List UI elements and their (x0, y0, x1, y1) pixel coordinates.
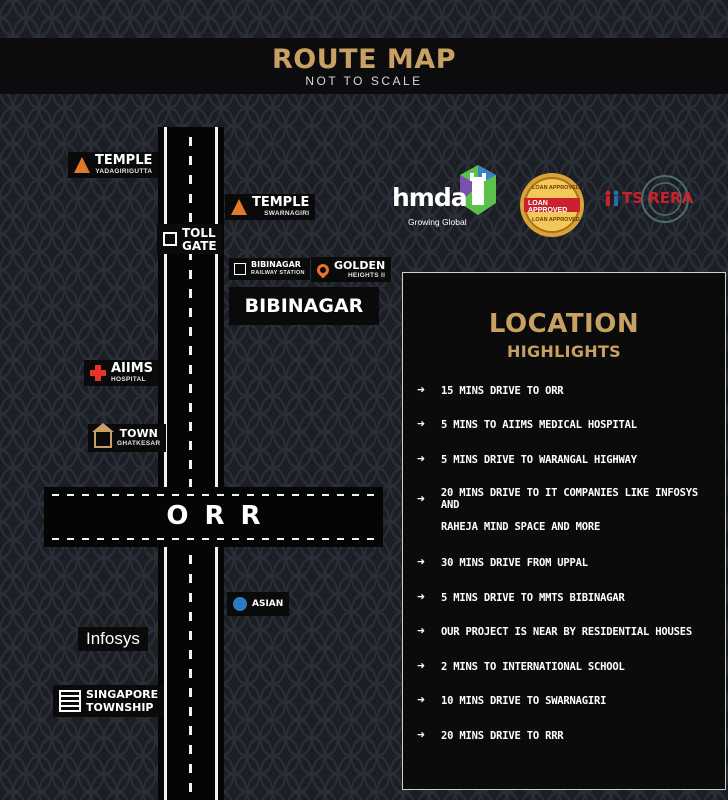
highlight-item: ➜ OUR PROJECT IS NEAR BY RESIDENTIAL HOU… (417, 624, 692, 639)
highlight-item: ➜ 5 MINS TO AIIMS MEDICAL HOSPITAL (417, 417, 637, 432)
arrow-right-icon: ➜ (417, 555, 425, 570)
train-icon (234, 263, 246, 275)
hmda-logo: hmda Growing Global (392, 163, 504, 233)
location-pin-icon (314, 261, 332, 278)
house-icon (92, 423, 114, 448)
highlight-item: ➜ 30 MINS DRIVE FROM UPPAL (417, 555, 588, 570)
page-title: ROUTE MAP (272, 44, 456, 75)
landmark-sub: HEIGHTS II (347, 271, 386, 279)
arrow-right-icon: ➜ (417, 452, 425, 467)
asian-logo-icon (233, 597, 247, 611)
landmark-singapore-township: SINGAPORE TOWNSHIP (53, 685, 165, 717)
landmark-name: TOLL (182, 225, 216, 240)
landmark-name: BIBINAGAR (251, 260, 301, 270)
rera-wordmark: TS RERA (622, 189, 694, 207)
landmark-aiims: AIIMS HOSPITAL (84, 360, 160, 386)
arrow-right-icon: ➜ (417, 491, 425, 507)
landmark-infosys: Infosys (78, 627, 148, 651)
arrow-right-icon: ➜ (417, 728, 425, 743)
arrow-right-icon: ➜ (417, 659, 425, 674)
landmark-name: TOWN (119, 427, 158, 441)
orr-road: ORR (44, 487, 383, 547)
header-banner: ROUTE MAP NOT TO SCALE (0, 38, 728, 94)
highlights-heading: LOCATION HIGHLIGHTS (403, 309, 725, 361)
lane-line-center (189, 137, 192, 800)
landmark-name: GOLDEN (334, 258, 386, 272)
highlights-title: LOCATION (488, 309, 640, 339)
landmark-sub: YADAGIRIGUTTA (95, 168, 153, 176)
highlight-item: ➜ 10 MINS DRIVE TO SWARNAGIRI (417, 693, 607, 708)
loan-text-top: LOAN APPROVED (532, 185, 580, 191)
landmark-asian: ASIAN (227, 592, 290, 616)
people-icon (605, 190, 619, 206)
landmark-name: AIIMS (111, 361, 154, 377)
temple-icon (74, 157, 90, 173)
landmark-name: ASIAN (252, 598, 284, 609)
ts-rera-logo: TS RERA (604, 174, 708, 224)
arrow-right-icon: ➜ (417, 417, 425, 432)
arrow-right-icon: ➜ (417, 590, 425, 605)
toll-gate-icon (163, 232, 177, 246)
hmda-emblem-icon (460, 165, 496, 215)
loan-text-ribbon: LOAN APPROVED (528, 200, 568, 214)
highlight-item-continued: RAHEJA MIND SPACE AND MORE (441, 521, 601, 533)
loan-seal-icon (520, 173, 584, 237)
highlight-item: ➜ 5 MINS DRIVE TO MMTS BIBINAGAR (417, 590, 625, 605)
landmark-name: Infosys (86, 629, 140, 648)
landmark-name: TEMPLE (252, 195, 310, 211)
loan-text-bottom: LOAN APPROVED (532, 217, 580, 223)
orr-label: ORR (166, 501, 277, 531)
landmark-sub: GHATKESAR (117, 440, 161, 448)
landmark-sub: HOSPITAL (111, 376, 146, 384)
highlights-subtitle: HIGHLIGHTS (507, 342, 621, 361)
location-highlights-panel: LOCATION HIGHLIGHTS ➜ 15 MINS DRIVE TO O… (402, 272, 726, 790)
orr-dash-top (52, 494, 375, 496)
medical-cross-icon (90, 365, 106, 381)
landmark-name-2: TOWNSHIP (86, 701, 154, 714)
rera-emblem-icon (641, 175, 689, 223)
landmark-sub: RAILWAY STATION (251, 270, 305, 277)
highlight-item: ➜ 2 MINS TO INTERNATIONAL SCHOOL (417, 659, 625, 674)
landmark-temple-yadagirigutta: TEMPLE YADAGIRIGUTTA (68, 152, 159, 178)
landmark-bibinagar: BIBINAGAR (229, 287, 379, 325)
landmark-toll-gate: TOLL GATE (157, 224, 223, 254)
lane-line-left (164, 127, 167, 800)
temple-icon (231, 199, 247, 215)
landmark-name: TEMPLE (95, 153, 153, 169)
arrow-right-icon: ➜ (417, 693, 425, 708)
landmark-temple-swarnagiri: TEMPLE SWARNAGIRI (225, 194, 316, 220)
highlight-item: ➜ 20 MINS DRIVE TO IT COMPANIES LIKE INF… (417, 487, 699, 511)
loan-approved-badge: LOAN APPROVED LOAN APPROVED LOAN APPROVE… (518, 171, 586, 239)
arrow-right-icon: ➜ (417, 383, 425, 398)
orr-dash-bottom (52, 538, 375, 540)
landmark-sub: SWARNAGIRI (264, 210, 310, 218)
highlight-item: ➜ 20 MINS DRIVE TO RRR (417, 728, 564, 743)
landmark-bibinagar-station: BIBINAGAR RAILWAY STATION (229, 258, 310, 280)
landmark-name-2: GATE (182, 238, 217, 253)
landmark-name: SINGAPORE (86, 688, 159, 701)
highlight-item: ➜ 5 MINS DRIVE TO WARANGAL HIGHWAY (417, 452, 637, 467)
hmda-wordmark: hmda (392, 183, 468, 212)
hmda-tagline: Growing Global (408, 217, 467, 227)
page-subtitle: NOT TO SCALE (305, 74, 423, 88)
landmark-golden-heights: GOLDEN HEIGHTS II (311, 257, 392, 282)
lane-line-right (215, 127, 218, 800)
landmark-town-ghatkesar: TOWN GHATKESAR (88, 423, 167, 452)
arrow-right-icon: ➜ (417, 624, 425, 639)
building-icon (59, 690, 81, 712)
highlight-item: ➜ 15 MINS DRIVE TO ORR (417, 383, 564, 398)
